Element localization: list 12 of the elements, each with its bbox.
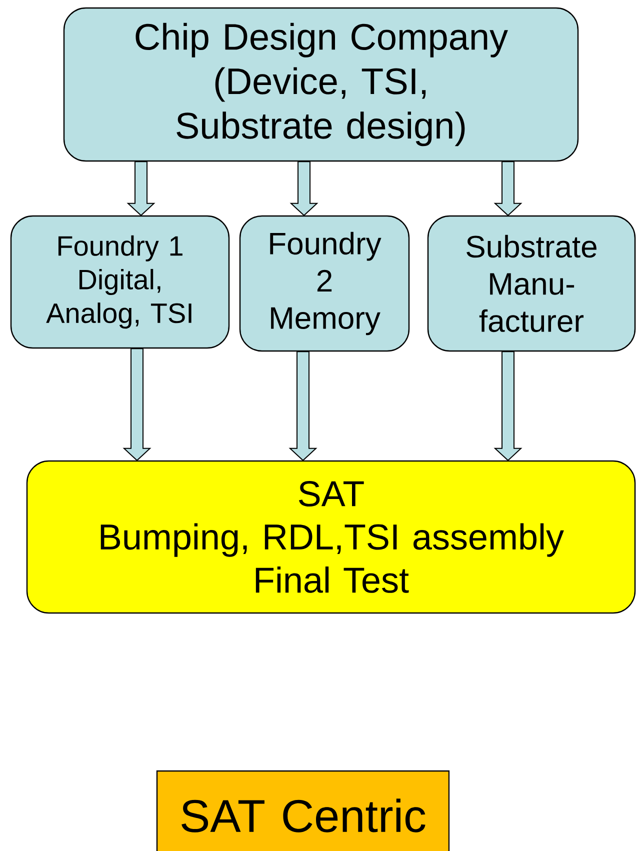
title-box: SAT Centric — [156, 770, 450, 851]
process-box: Foundry 1 Digital, Analog, TSI — [10, 215, 230, 349]
process-box: Foundry 2 Memory — [239, 215, 410, 352]
block-arrow — [126, 161, 156, 216]
process-box: SAT Bumping, RDL,TSI assembly Final Test — [26, 460, 636, 614]
block-arrow — [288, 351, 318, 462]
block-arrow — [290, 161, 318, 216]
block-arrow — [494, 161, 522, 216]
block-arrow — [122, 348, 152, 462]
process-box: Substrate Manu- facturer — [427, 215, 636, 352]
block-arrow — [494, 351, 522, 462]
process-box: Chip Design Company (Device, TSI, Substrate design) — [63, 7, 579, 162]
